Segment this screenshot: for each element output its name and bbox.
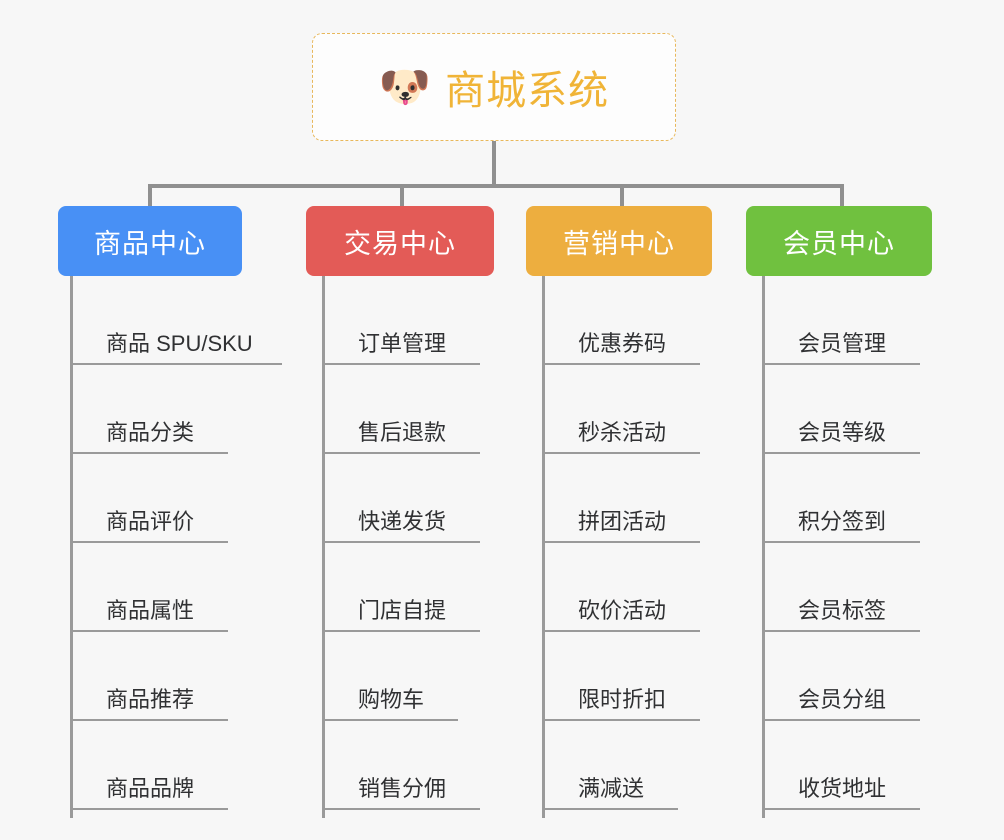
root-node-title: 商城系统 <box>445 69 610 113</box>
branch-trunk-marketing-center <box>542 276 545 818</box>
leaf-label: 快递发货 <box>322 508 480 543</box>
list-item[interactable]: 会员标签 <box>762 543 920 632</box>
leaf-label: 购物车 <box>322 686 458 721</box>
list-item[interactable]: 积分签到 <box>762 454 920 543</box>
list-item[interactable]: 收货地址 <box>762 721 920 810</box>
category-box-trade-center[interactable]: 交易中心 <box>306 206 494 276</box>
list-item[interactable]: 商品评价 <box>70 454 228 543</box>
connector-root-stem <box>492 141 496 186</box>
leaf-label: 订单管理 <box>322 330 480 365</box>
leaf-label: 优惠券码 <box>542 330 700 365</box>
list-item[interactable]: 购物车 <box>322 632 458 721</box>
branch-member-center: 会员管理 会员等级 积分签到 会员标签 会员分组 收货地址 <box>762 276 962 836</box>
leaf-label: 会员标签 <box>762 597 920 632</box>
branch-product-center: 商品 SPU/SKU 商品分类 商品评价 商品属性 商品推荐 商品品牌 <box>70 276 285 836</box>
category-box-member-center[interactable]: 会员中心 <box>746 206 932 276</box>
branch-marketing-center: 优惠券码 秒杀活动 拼团活动 砍价活动 限时折扣 满减送 <box>542 276 742 836</box>
leaf-label: 商品属性 <box>70 597 228 632</box>
list-item[interactable]: 订单管理 <box>322 276 480 365</box>
list-item[interactable]: 会员管理 <box>762 276 920 365</box>
list-item[interactable]: 秒杀活动 <box>542 365 700 454</box>
category-label-product-center: 商品中心 <box>94 228 206 259</box>
leaf-label: 销售分佣 <box>322 775 480 810</box>
list-item[interactable]: 快递发货 <box>322 454 480 543</box>
connector-drop-product-center <box>148 184 152 206</box>
list-item[interactable]: 商品分类 <box>70 365 228 454</box>
category-box-product-center[interactable]: 商品中心 <box>58 206 242 276</box>
leaf-label: 会员管理 <box>762 330 920 365</box>
leaf-label: 砍价活动 <box>542 597 700 632</box>
leaf-label: 商品评价 <box>70 508 228 543</box>
branch-trade-center: 订单管理 售后退款 快递发货 门店自提 购物车 销售分佣 <box>322 276 522 836</box>
leaf-label: 会员分组 <box>762 686 920 721</box>
category-label-member-center: 会员中心 <box>783 228 895 259</box>
leaf-label: 门店自提 <box>322 597 480 632</box>
list-item[interactable]: 会员等级 <box>762 365 920 454</box>
list-item[interactable]: 商品品牌 <box>70 721 228 810</box>
leaf-label: 拼团活动 <box>542 508 700 543</box>
list-item[interactable]: 拼团活动 <box>542 454 700 543</box>
category-label-trade-center: 交易中心 <box>344 228 456 259</box>
leaf-label: 秒杀活动 <box>542 419 700 454</box>
list-item[interactable]: 销售分佣 <box>322 721 480 810</box>
category-box-marketing-center[interactable]: 营销中心 <box>526 206 712 276</box>
branch-trunk-member-center <box>762 276 765 818</box>
branch-trunk-product-center <box>70 276 73 818</box>
list-item[interactable]: 商品推荐 <box>70 632 228 721</box>
list-item[interactable]: 售后退款 <box>322 365 480 454</box>
leaf-label: 商品分类 <box>70 419 228 454</box>
list-item[interactable]: 商品属性 <box>70 543 228 632</box>
list-item[interactable]: 满减送 <box>542 721 678 810</box>
leaf-label: 限时折扣 <box>542 686 700 721</box>
connector-drop-marketing-center <box>620 184 624 206</box>
list-item[interactable]: 门店自提 <box>322 543 480 632</box>
leaf-label: 商品推荐 <box>70 686 228 721</box>
list-item[interactable]: 优惠券码 <box>542 276 700 365</box>
dog-face-icon: 🐶 <box>378 63 432 110</box>
leaf-label: 积分签到 <box>762 508 920 543</box>
list-item[interactable]: 商品 SPU/SKU <box>70 276 282 365</box>
root-node-shopping-mall-system[interactable]: 🐶 商城系统 <box>312 33 676 141</box>
list-item[interactable]: 会员分组 <box>762 632 920 721</box>
leaf-label: 满减送 <box>542 775 678 810</box>
leaf-label: 商品品牌 <box>70 775 228 810</box>
leaf-label: 售后退款 <box>322 419 480 454</box>
connector-horizontal-bus <box>148 184 844 188</box>
branch-trunk-trade-center <box>322 276 325 818</box>
list-item[interactable]: 砍价活动 <box>542 543 700 632</box>
leaf-label: 商品 SPU/SKU <box>70 330 282 365</box>
category-label-marketing-center: 营销中心 <box>563 228 675 259</box>
leaf-label: 收货地址 <box>762 775 920 810</box>
connector-drop-member-center <box>840 184 844 206</box>
leaf-label: 会员等级 <box>762 419 920 454</box>
connector-drop-trade-center <box>400 184 404 206</box>
list-item[interactable]: 限时折扣 <box>542 632 700 721</box>
